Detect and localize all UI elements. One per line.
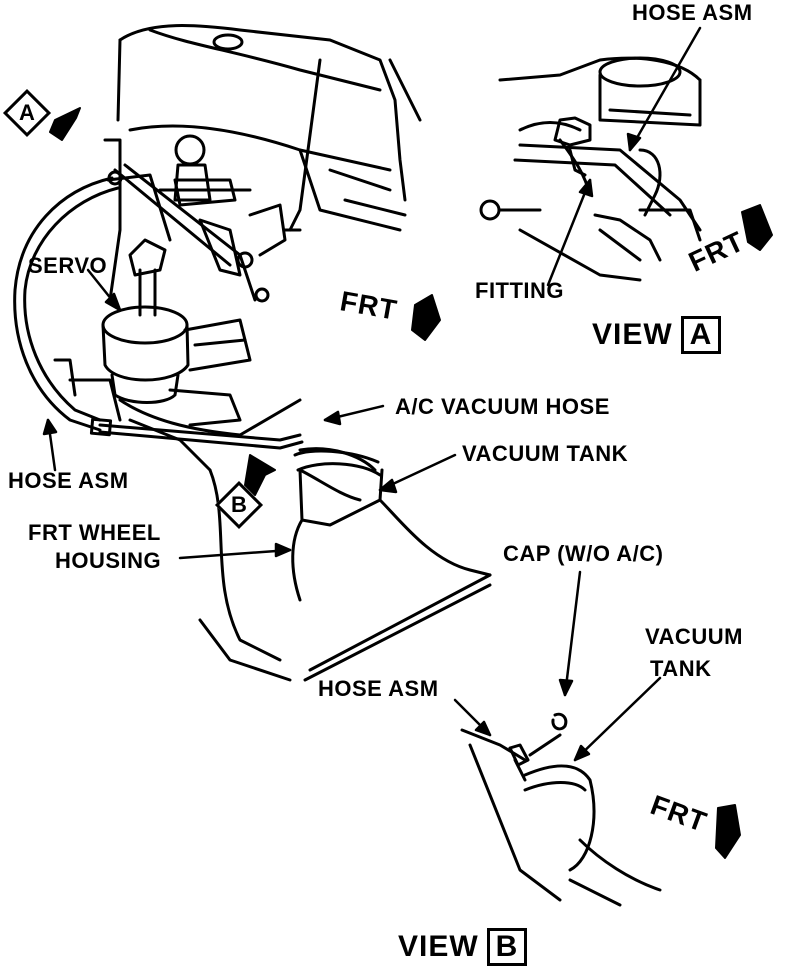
fitting-label: FITTING <box>475 278 565 303</box>
view-b-drawing <box>460 712 662 907</box>
hose-asm-view-b-label: HOSE ASM <box>318 676 439 701</box>
frt-wheel-label: FRT WHEEL <box>28 520 161 545</box>
hose-asm-left-label: HOSE ASM <box>8 468 129 493</box>
wheel-housing <box>118 388 492 682</box>
view-a-marker-letter: A <box>19 100 35 126</box>
direction-arrows <box>49 107 773 859</box>
servo-canister <box>101 238 252 404</box>
hose-asm-top-label: HOSE ASM <box>632 0 753 25</box>
leader-lines <box>42 26 702 762</box>
servo-bracket <box>103 58 322 303</box>
vacuum-label: VACUUM <box>645 624 743 649</box>
cap-wo-ac-label: CAP (W/O A/C) <box>503 541 664 566</box>
view-b-letter: B <box>486 928 528 966</box>
view-a-word: VIEW <box>592 318 673 351</box>
engine-block <box>116 24 422 232</box>
housing-label: HOUSING <box>55 548 162 573</box>
servo-label: SERVO <box>28 253 108 278</box>
tank-label: TANK <box>650 656 712 681</box>
view-a-letter: A <box>680 316 722 354</box>
view-b-marker-letter: B <box>231 492 247 518</box>
view-a-drawing <box>479 56 702 282</box>
ac-vacuum-hose-label: A/C VACUUM HOSE <box>395 394 610 419</box>
hose-assembly <box>13 176 304 450</box>
view-b-word: VIEW <box>398 930 479 963</box>
vacuum-tank-main-label: VACUUM TANK <box>462 441 628 466</box>
